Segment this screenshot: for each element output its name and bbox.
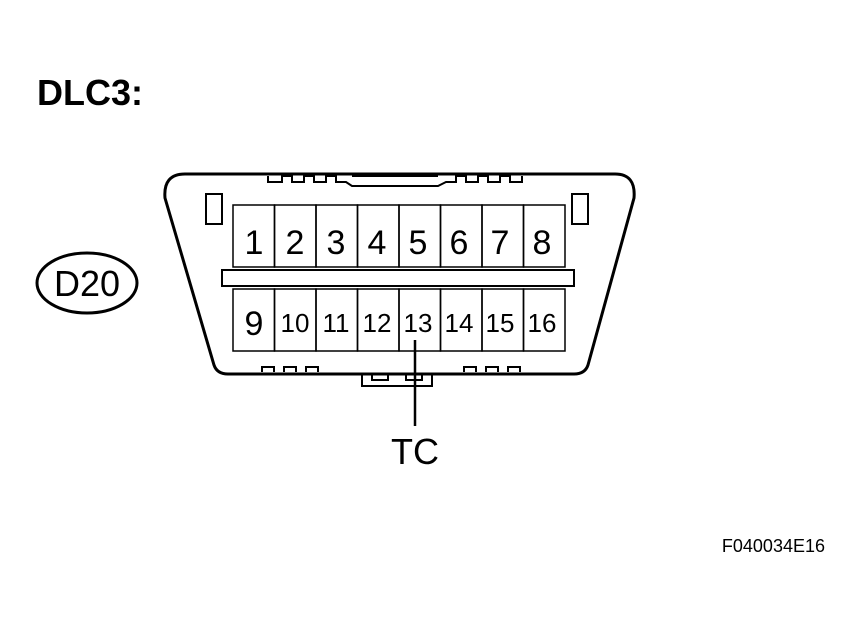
pin-label: 6 — [450, 224, 469, 262]
pin-label: 1 — [245, 224, 264, 262]
connector-housing — [163, 172, 636, 376]
callout-label: TC — [391, 431, 439, 472]
connector-id-label: D20 — [54, 263, 120, 304]
pin-label: 2 — [286, 224, 305, 262]
center-divider — [221, 269, 575, 287]
right-latch — [571, 193, 589, 225]
connector-id-ellipse — [35, 251, 139, 315]
pin-label: 4 — [368, 224, 387, 262]
pin-label: 11 — [323, 308, 350, 338]
pin-label: 3 — [327, 224, 346, 262]
top-notch-row — [267, 175, 523, 187]
pin-label: 10 — [281, 308, 310, 338]
figure-code: F040034E16 — [722, 536, 825, 556]
left-latch — [205, 193, 223, 225]
pin-label: 15 — [486, 308, 515, 338]
bottom-pin-cell — [522, 288, 566, 352]
pin-label: 7 — [491, 224, 510, 262]
bottom-pin-row: 9 10 11 12 13 14 15 16 — [245, 305, 557, 343]
bottom-key — [361, 374, 433, 387]
bottom-notch-row — [261, 366, 521, 372]
pin-label: 13 — [404, 308, 433, 338]
pin-cells — [232, 204, 566, 352]
top-pin-cell — [522, 204, 566, 268]
pin-label: 14 — [445, 308, 474, 338]
pin-label: 9 — [245, 305, 264, 343]
pin-label: 12 — [363, 308, 392, 338]
pin-label: 8 — [533, 224, 552, 262]
diagram-title: DLC3: — [37, 72, 143, 113]
top-pin-row: 1 2 3 4 5 6 7 8 — [245, 224, 552, 262]
pin-label: 5 — [409, 224, 428, 262]
pin-label: 16 — [528, 308, 557, 338]
